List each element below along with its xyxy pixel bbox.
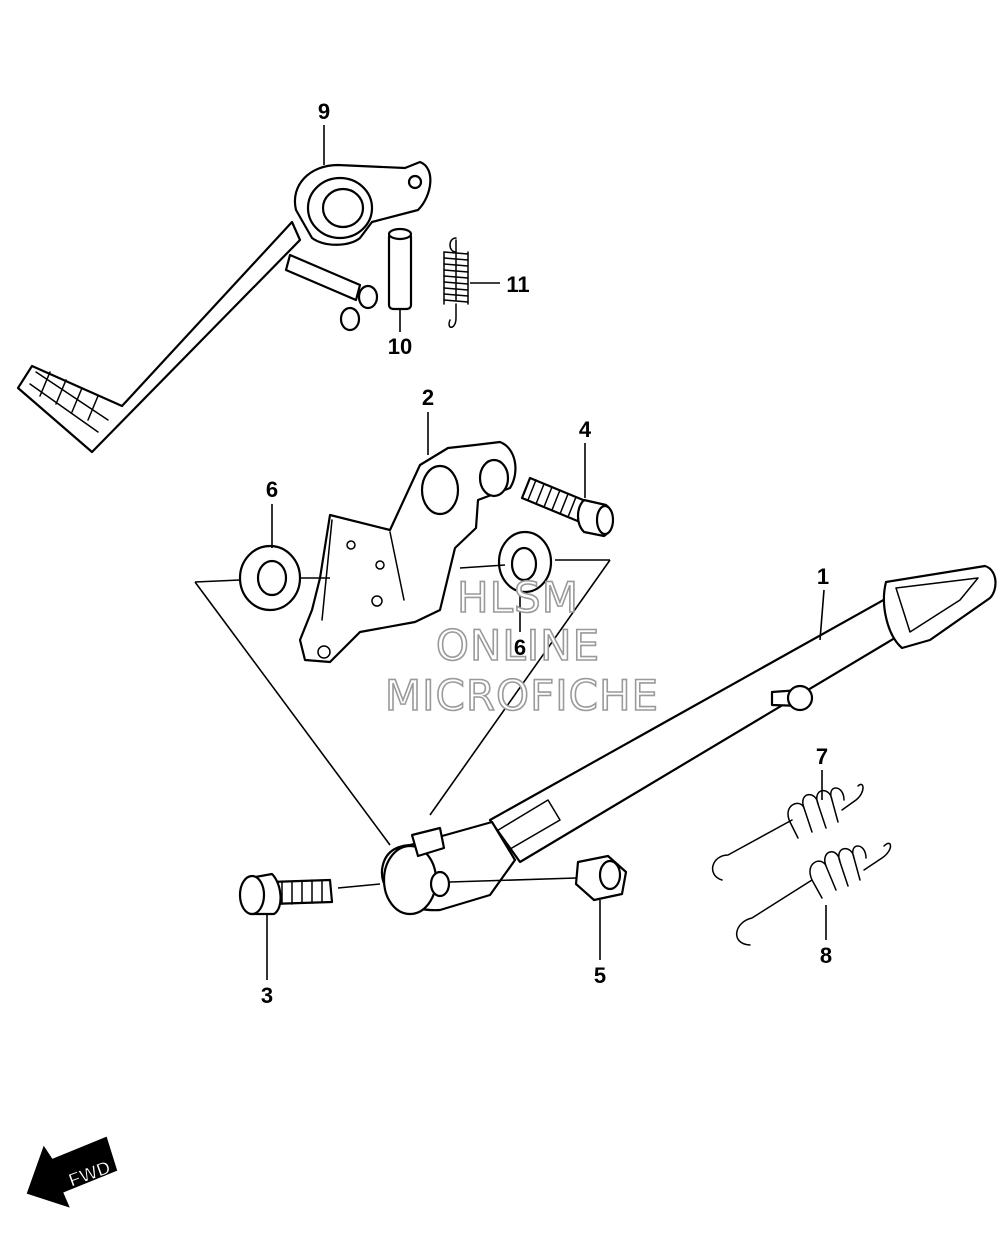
stand-nut-part [574,854,628,902]
callout-label: 2 [422,385,434,410]
stand-bolt-part [238,872,334,916]
callout-label: 10 [388,334,412,359]
washer-left-part [238,544,302,612]
callout-numbers: 1 2 3 4 5 6 6 7 8 9 10 11 [261,99,832,1008]
stand-spring-inner-part [736,842,892,946]
callout-label: 1 [817,564,829,589]
forward-direction-arrow: FWD [26,1136,118,1208]
fwd-arrow-icon [26,1136,118,1208]
watermark: HLSM ONLINE MICROFICHE [384,572,659,721]
callout-leaders [266,125,827,980]
return-spring-part [443,237,469,328]
callout-label: 8 [820,943,832,968]
stand-spring-outer-part [711,783,864,881]
washer-right-part [497,530,553,594]
callout-label: 5 [594,963,606,988]
callout-label: 3 [261,983,273,1008]
callout-label: 7 [816,744,828,769]
watermark-line-3: MICROFICHE [385,671,659,720]
watermark-line-2: ONLINE [436,621,600,670]
callout-label: 6 [514,635,526,660]
callout-label: 4 [579,417,592,442]
stand-bracket-part [298,440,517,664]
callout-label: 9 [318,99,330,124]
bracket-bolt-part [520,476,615,538]
brake-pedal-part [16,160,432,454]
callout-label: 11 [506,272,529,297]
pivot-collar-part [387,227,413,311]
side-stand-part [380,564,997,916]
callout-label: 6 [266,477,278,502]
watermark-line-1: HLSM [457,573,579,622]
assembly-lines [194,559,611,889]
